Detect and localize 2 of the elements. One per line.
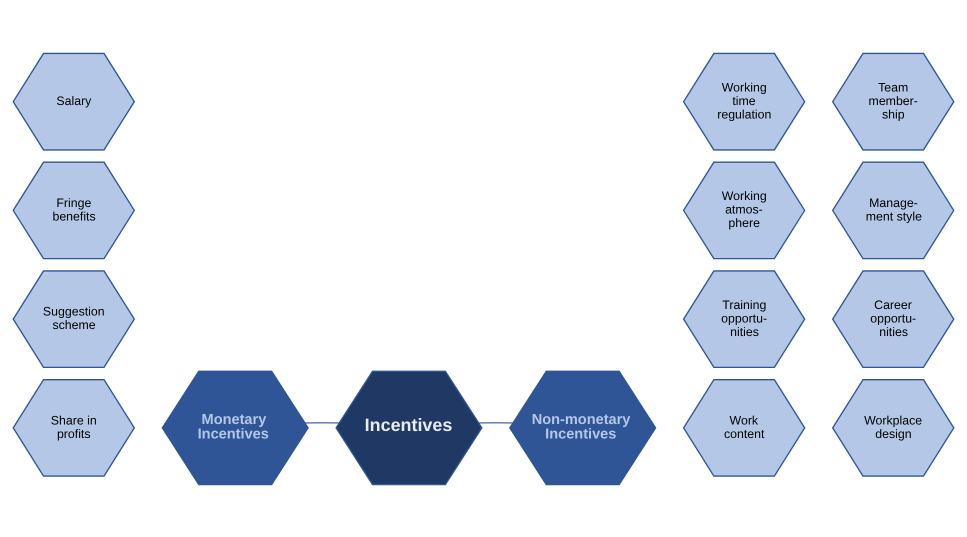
connector bbox=[478, 422, 513, 423]
connector bbox=[305, 422, 340, 423]
